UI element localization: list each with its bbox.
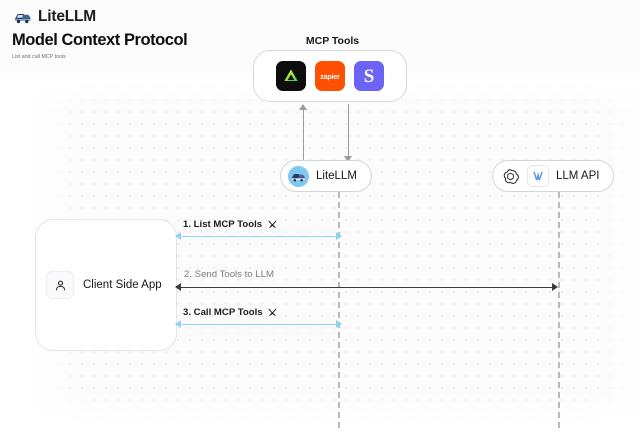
client-side-app-label: Client Side App	[83, 279, 162, 291]
message-2-label: 2. Send Tools to LLM	[184, 269, 274, 280]
mcp-tools-group: zapier S	[253, 50, 407, 102]
slack-letter: S	[363, 65, 375, 87]
lifeline-llm-api	[558, 192, 560, 428]
canvas-dot-grid	[0, 78, 640, 436]
tools-icon	[266, 218, 279, 230]
anthropic-icon	[527, 165, 549, 187]
node-litellm-label: LiteLLM	[316, 170, 357, 182]
message-3-label: 3. Call MCP Tools	[183, 306, 263, 318]
lifeline-litellm	[338, 192, 340, 428]
litellm-avatar-icon	[288, 165, 309, 187]
brand: LiteLLM	[14, 8, 96, 26]
brand-name: LiteLLM	[38, 8, 97, 25]
canvas-fade-right	[586, 78, 640, 436]
user-icon	[46, 271, 74, 299]
canvas-fade-bottom	[0, 390, 640, 436]
page-title: Model Context Protocol	[12, 31, 188, 49]
node-llm-api-label: LLM API	[556, 170, 600, 182]
page-subtitle: List and call MCP tools	[12, 54, 66, 60]
dagger-tool-icon[interactable]	[276, 61, 306, 91]
client-side-app: Client Side App	[46, 271, 162, 299]
node-llm-api[interactable]: LLM API	[492, 160, 615, 192]
node-litellm[interactable]: LiteLLM	[280, 160, 372, 192]
tools-icon	[266, 306, 279, 318]
openai-icon	[500, 166, 520, 186]
zapier-wordmark: zapier	[320, 71, 340, 81]
message-1-label: 1. List MCP Tools	[183, 218, 263, 230]
slack-tool-icon[interactable]: S	[354, 61, 384, 91]
zapier-tool-icon[interactable]: zapier	[315, 61, 345, 91]
mcp-tools-caption: MCP Tools	[305, 35, 360, 47]
truck-icon	[14, 9, 32, 25]
